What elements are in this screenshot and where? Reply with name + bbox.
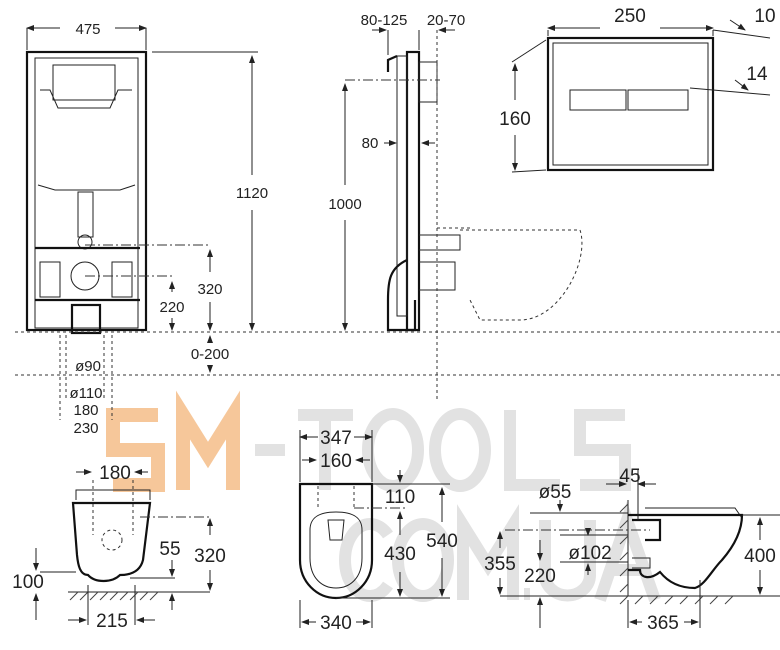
dim-seat-width: 347 (320, 428, 352, 449)
dim-depth-range: 80-125 (361, 12, 408, 29)
dim-pipe-d110: ø110 (69, 385, 102, 402)
toilet-rear-view (33, 469, 213, 625)
toilet-rear-dimensions: 180 55 320 100 215 (12, 463, 226, 632)
dim-wall-gap: 45 (619, 466, 640, 487)
dim-rear-bottom: 100 (12, 572, 44, 593)
toilet-top-view (298, 430, 450, 628)
dim-bolt-offset: 55 (159, 539, 180, 560)
seat-hinge-cutout (327, 519, 345, 541)
dim-frame-height: 1120 (236, 185, 268, 202)
dim-bolt-spacing: 180 (99, 463, 131, 484)
dim-inlet-height: 355 (484, 554, 516, 575)
dim-rear-height: 320 (194, 546, 226, 567)
frame-front-dimensions: 475 1120 320 220 0-200 ø90 ø110 180 230 (69, 21, 268, 437)
dim-drain-height: 320 (197, 281, 222, 298)
dim-frame-width: 475 (75, 21, 100, 38)
dim-spacing-180: 180 (73, 402, 98, 419)
dim-bowl-length: 430 (384, 544, 416, 565)
watermark (106, 390, 661, 602)
dim-plate-height: 160 (499, 109, 531, 130)
flush-button-large (627, 89, 689, 111)
toilet-side-view (497, 470, 780, 628)
dim-toilet-height: 400 (744, 546, 776, 567)
dim-floor-range: 0-200 (191, 346, 229, 363)
dim-plate-projection: 14 (746, 64, 768, 85)
dim-wall-range: 20-70 (427, 12, 465, 29)
frame-front-view (15, 25, 780, 420)
dim-toilet-width: 340 (320, 613, 352, 634)
dim-inlet-height: 220 (159, 299, 184, 316)
dim-outlet-diameter: ø102 (568, 543, 611, 564)
flush-button-small (569, 89, 627, 111)
dim-outlet-width: 215 (96, 611, 128, 632)
frame-side-view (342, 27, 470, 400)
dim-toilet-projection: 365 (647, 613, 679, 634)
toilet-outline-ghost (460, 229, 583, 321)
toilet-top-dimensions: 347 160 110 540 430 340 (320, 428, 458, 634)
dim-plate-width: 250 (614, 6, 646, 27)
dim-hinge-spacing: 160 (320, 451, 352, 472)
dim-hinge-offset: 110 (385, 487, 415, 508)
frame-side-dimensions: 80-125 20-70 80 1000 (328, 12, 465, 213)
flush-plate-view (511, 19, 771, 173)
watermark-com-ua (339, 501, 661, 602)
watermark-tools (255, 408, 631, 492)
dim-inlet-diameter: ø55 (539, 482, 572, 503)
flush-plate-dimensions: 250 10 14 160 (499, 6, 775, 130)
watermark-sm (106, 390, 240, 492)
dim-outlet-height: 220 (524, 566, 556, 587)
dim-toilet-length: 540 (426, 531, 458, 552)
dim-plate-thickness: 10 (754, 6, 775, 27)
toilet-side-dimensions: 45 ø55 ø102 355 220 400 365 (484, 466, 776, 634)
dim-spacing-230: 230 (73, 420, 98, 437)
dim-button-height: 1000 (328, 196, 361, 213)
dim-depth: 80 (362, 135, 379, 152)
dim-pipe-d90: ø90 (75, 358, 101, 375)
